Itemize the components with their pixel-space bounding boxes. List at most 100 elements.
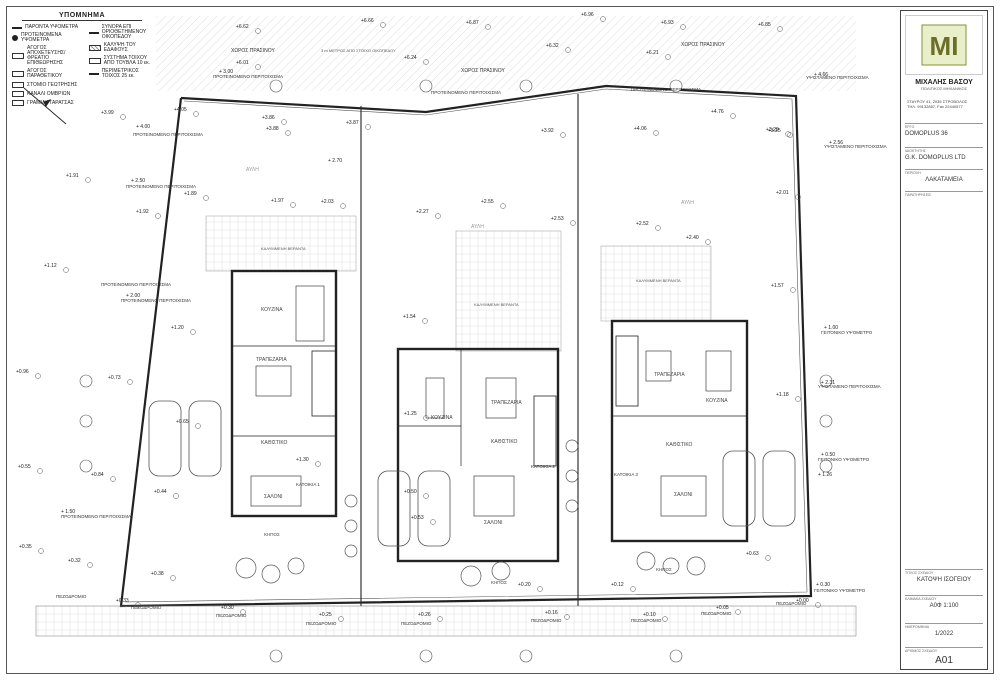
elevation-marker-icon bbox=[435, 213, 441, 219]
legend-swatch bbox=[12, 100, 24, 106]
proposed-value: + 2.70 bbox=[328, 158, 342, 164]
elevation-label: +0.55 bbox=[18, 464, 31, 470]
veranda-1 bbox=[205, 215, 357, 272]
elevation-marker-icon bbox=[290, 202, 296, 208]
elevation-marker-icon bbox=[777, 26, 783, 32]
legend-item: ΑΓΩΓΟΣ ΑΠΟΧΕΤΕΥΣΗΣ/ΦΡΕΑΤΙΟ ΕΠΙΘΕΩΡΗΣΗΣ bbox=[12, 46, 83, 66]
legend-swatch bbox=[12, 82, 24, 88]
elevation-label: +1.57 bbox=[771, 283, 784, 289]
elevation-marker-icon bbox=[630, 586, 636, 592]
proposed-value: + 2.50 bbox=[131, 178, 145, 184]
elevation-marker-icon bbox=[255, 64, 261, 70]
legend-left: ΠΑΡΟΝΤΑ ΥΨΟΜΕΤΡΑ ΠΡΟΤΕΙΝΟΜΕΝΑ ΥΨΟΜΕΤΡΑ Α… bbox=[12, 25, 83, 106]
elevation-label: +0.44 bbox=[154, 489, 167, 495]
elevation-marker-icon bbox=[785, 131, 791, 137]
room-kitchen-1: ΚΟΥΖΙΝΑ bbox=[261, 307, 283, 313]
elevation-label: +6.87 bbox=[466, 20, 479, 26]
proposed-values: + 3.00+ 4.00+ 2.70+ 2.50+ 2.00+ 1.50+ 2.… bbox=[61, 69, 843, 588]
room-living-2: ΚΑΘΙΣΤΙΚΟ bbox=[491, 439, 518, 445]
green-label-mid: ΧΩΡΟΣ ΠΡΑΣΙΝΟΥ bbox=[461, 68, 506, 74]
proposed-value: + 2.00 bbox=[126, 293, 140, 299]
elevation-marker-icon bbox=[173, 493, 179, 499]
neighbor-label-2: ΓΕΙΤΟΝΙΚΟ ΥΨΟΜΕΤΡΟ bbox=[818, 457, 870, 462]
elevation-marker-icon bbox=[365, 124, 371, 130]
house-tag-2: ΚΑΤΟΙΚΙΑ 2 bbox=[531, 464, 555, 469]
elevation-label: +1.20 bbox=[171, 325, 184, 331]
elevation-label: +6.96 bbox=[581, 12, 594, 18]
elevation-label: +0.26 bbox=[418, 612, 431, 618]
house-2 bbox=[396, 347, 560, 563]
elevation-label: +0.96 bbox=[16, 369, 29, 375]
pavement-label-6: ΠΕΖΟΔΡΟΜΙΟ bbox=[531, 618, 562, 623]
proposed-value: + 0.30 bbox=[816, 582, 830, 588]
legend-item: ΚΑΛΥΨΗ ΤΟΥ ΕΔΑΦΟΥΣ bbox=[88, 43, 152, 53]
elevation-marker-icon bbox=[565, 47, 571, 53]
elevation-marker-icon bbox=[135, 602, 141, 608]
elevation-marker-icon bbox=[705, 239, 711, 245]
proposed-value: + 0.50 bbox=[821, 452, 835, 458]
proposed-label-3: ΠΡΟΤΕΙΝΟΜΕΝΟ ΠΕΡΙΤΟΙΧΙΣΜΑ bbox=[631, 87, 701, 92]
room-living-3: ΚΑΘΙΣΤΙΚΟ bbox=[666, 442, 693, 448]
elevation-label: +0.30 bbox=[221, 605, 234, 611]
elevation-label: +3.86 bbox=[262, 115, 275, 121]
elevation-label: +2.27 bbox=[416, 209, 429, 215]
elevation-marker-icon bbox=[485, 24, 491, 30]
pavement-label-1: ΠΕΖΟΔΡΟΜΙΟ bbox=[56, 594, 87, 599]
elevation-marker-icon bbox=[600, 16, 606, 22]
green-label-right: ΧΩΡΟΣ ΠΡΑΣΙΝΟΥ bbox=[681, 42, 726, 48]
cars bbox=[148, 400, 796, 547]
proposed-value: + 3.00 bbox=[219, 69, 233, 75]
proposed-label-2: ΠΡΟΤΕΙΝΟΜΕΝΟ ΠΕΡΙΤΟΙΧΙΣΜΑ bbox=[431, 90, 501, 95]
elevation-label: +3.92 bbox=[541, 128, 554, 134]
field-owner: ΙΔΙΟΚΤΗΤΗΣ G.K. DOMOPLUS LTD bbox=[905, 147, 983, 161]
yard-label-3: ΑΥΛΗ bbox=[681, 200, 694, 206]
elevation-label: +6.32 bbox=[546, 43, 559, 49]
proposed-label-4: ΠΡΟΤΕΙΝΟΜΕΝΟ ΠΕΡΙΤΟΙΧΙΣΜΑ bbox=[133, 132, 203, 137]
elevation-marker-icon bbox=[190, 329, 196, 335]
floor-plan: ΧΩΡΟΣ ΠΡΑΣΙΝΟΥ ΧΩΡΟΣ ΠΡΑΣΙΝΟΥ ΧΩΡΟΣ ΠΡΑΣ… bbox=[16, 12, 887, 663]
elevation-marker-icon bbox=[423, 59, 429, 65]
elevation-marker-icon bbox=[195, 423, 201, 429]
legend-title: ΥΠΟΜΝΗΜΑ bbox=[22, 12, 142, 21]
elevation-marker-icon bbox=[170, 575, 176, 581]
elevation-marker-icon bbox=[255, 28, 261, 34]
elevation-label: +0.63 bbox=[746, 551, 759, 557]
public-road-note: 3 m ΜΕΤΡΟΣ ΑΠΟ ΣΤΟΙΧΟ ΟΙΚΟΠΕΔΟΥ bbox=[321, 48, 396, 53]
legend-item: ΣΥΣΤΗΜΑ ΤΟΙΧΟΥ ΑΠΟ ΤΟΥΒΛΑ 10 εκ. bbox=[88, 56, 152, 66]
elevation-marker-icon bbox=[662, 616, 668, 622]
elevation-marker-icon bbox=[570, 220, 576, 226]
elevation-label: +0.32 bbox=[68, 558, 81, 564]
pavement-strip bbox=[35, 605, 857, 637]
elevation-label: +0.05 bbox=[716, 605, 729, 611]
north-arrow-icon bbox=[23, 87, 67, 125]
elevation-label: +4.06 bbox=[634, 126, 647, 132]
veranda-label-1: ΚΑΛΥΜΜΕΝΗ ΒΕΡΑΝΤΑ bbox=[261, 246, 306, 251]
elevation-label: +6.24 bbox=[404, 55, 417, 61]
elevation-label: +0.65 bbox=[176, 419, 189, 425]
elevation-marker-icon bbox=[281, 119, 287, 125]
field-drawing-title: ΤΙΤΛΟΣ ΣΧΕΔΙΟΥ ΚΑΤΟΨΗ ΙΣΟΓΕΙΟΥ bbox=[905, 569, 983, 583]
veranda-label-3: ΚΑΛΥΜΜΕΝΗ ΒΕΡΑΝΤΑ bbox=[636, 278, 681, 283]
elevation-label: +1.54 bbox=[403, 314, 416, 320]
legend-item: ΣΤΟΜΙΟ ΓΕΩΤΡΗΣΗΣ bbox=[12, 82, 83, 88]
legend-item: ΠΡΟΤΕΙΝΟΜΕΝΑ ΥΨΟΜΕΤΡΑ bbox=[12, 33, 83, 43]
pavement-label-9: ΠΕΖΟΔΡΟΜΙΟ bbox=[776, 601, 807, 606]
veranda-2 bbox=[455, 230, 562, 352]
pavement-label-3: ΠΕΖΟΔΡΟΜΙΟ bbox=[216, 613, 247, 618]
elevation-marker-icon bbox=[37, 468, 43, 474]
elevation-label: +0.33 bbox=[116, 598, 129, 604]
elevation-marker-icon bbox=[795, 194, 801, 200]
elevation-marker-icon bbox=[680, 24, 686, 30]
house-tag-1: ΚΑΤΟΙΚΙΑ 1 bbox=[296, 482, 320, 487]
elevation-label: +1.89 bbox=[184, 191, 197, 197]
elevation-marker-icon bbox=[110, 476, 116, 482]
proposed-label-8: ΠΡΟΤΕΙΝΟΜΕΝΟ ΠΕΡΙΤΟΙΧΙΣΜΑ bbox=[61, 514, 131, 519]
elevation-label: +1.25 bbox=[404, 411, 417, 417]
room-salon-3: ΣΑΛΟΝΙ bbox=[674, 492, 693, 498]
legend-swatch bbox=[88, 73, 99, 75]
elevation-marker-icon bbox=[85, 177, 91, 183]
firm-logo: ΜΙ bbox=[905, 15, 983, 75]
room-living-1: ΚΑΘΙΣΤΙΚΟ bbox=[261, 440, 288, 446]
elevation-label: +2.03 bbox=[321, 199, 334, 205]
elevation-label: +6.62 bbox=[236, 24, 249, 30]
